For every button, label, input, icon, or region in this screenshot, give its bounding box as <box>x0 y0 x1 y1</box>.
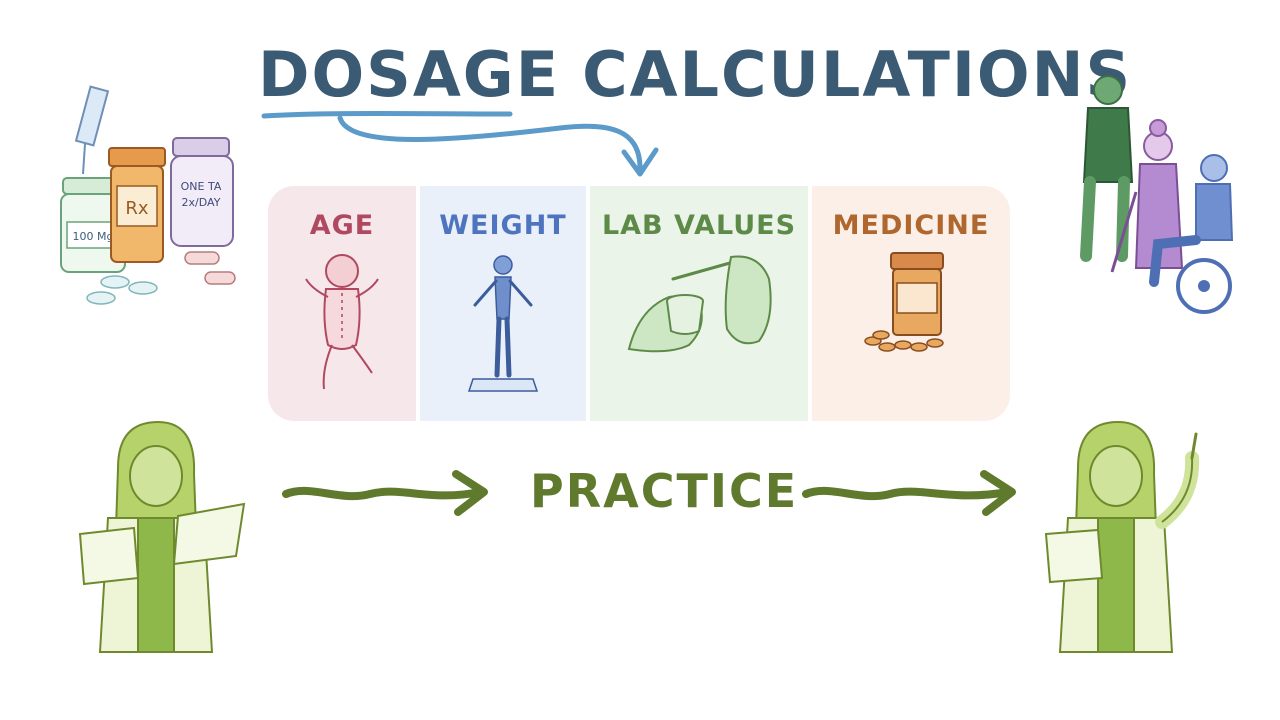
baby-icon <box>305 254 379 390</box>
factor-panel-lab-values: LAB VALUES <box>590 186 808 421</box>
pill-bottle-icon <box>864 252 944 352</box>
vial-label: 100 Mg <box>73 230 114 243</box>
student-reading-illustration <box>78 420 246 653</box>
title-word-dosage: DOSAGE <box>258 38 561 111</box>
right-wavy-arrow-icon <box>802 470 1016 516</box>
factor-panel-medicine: MEDICINE <box>812 186 1010 421</box>
jar-label-line1: ONE TA <box>181 180 222 193</box>
student-pointing-illustration <box>1044 420 1200 653</box>
factor-label-lab-values: LAB VALUES <box>601 210 797 241</box>
person-on-scale-icon <box>467 255 539 392</box>
factor-label-age: AGE <box>309 210 375 241</box>
medicine-bottles-illustration: 100 Mg Rx ONE TA 2x/DAY <box>60 85 236 305</box>
factor-label-weight: WEIGHT <box>439 210 567 241</box>
factor-panel-weight: WEIGHT <box>420 186 586 421</box>
title-word-calculations: CALCULATIONS <box>582 38 1133 111</box>
rx-label: Rx <box>125 198 149 219</box>
left-wavy-arrow-icon <box>282 470 488 516</box>
factor-label-medicine: MEDICINE <box>832 210 990 241</box>
patients-group-illustration <box>1080 75 1234 314</box>
practice-label: PRACTICE <box>530 464 799 518</box>
jar-label-line2: 2x/DAY <box>182 196 221 209</box>
factor-panel-age: AGE <box>268 186 416 421</box>
lab-sample-hands-icon <box>627 255 772 353</box>
title-underline-arrow <box>261 111 659 177</box>
